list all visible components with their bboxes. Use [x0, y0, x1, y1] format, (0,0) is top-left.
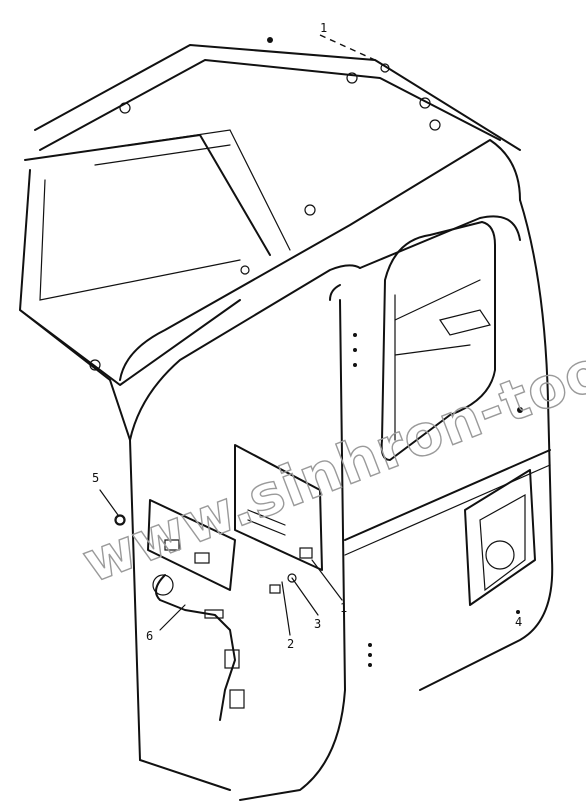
callout-4: 4	[515, 615, 522, 629]
rear-window	[380, 221, 496, 461]
callout-1b: 1	[340, 601, 347, 615]
callout-2: 2	[287, 637, 294, 651]
wire-harness	[152, 574, 245, 721]
roof-bolts	[89, 37, 441, 371]
fasteners	[115, 515, 297, 594]
callout-3: 3	[314, 617, 321, 631]
callout-6: 6	[146, 629, 153, 643]
cab-frame	[109, 139, 554, 801]
controller-box	[114, 499, 236, 591]
callout-5: 5	[92, 471, 99, 485]
access-panel	[234, 444, 323, 571]
leader-line-3	[291, 577, 319, 616]
frame-rivets	[353, 333, 523, 667]
callout-1: 1	[320, 21, 327, 35]
cab-roof	[19, 44, 521, 386]
leader-line-2	[281, 581, 291, 636]
leader-line-6	[159, 604, 186, 631]
watermark: www.sinhron-too.kz	[74, 303, 586, 596]
side-vent	[464, 469, 536, 606]
leader-line-1b	[311, 559, 343, 601]
leader-line-5	[99, 489, 119, 516]
